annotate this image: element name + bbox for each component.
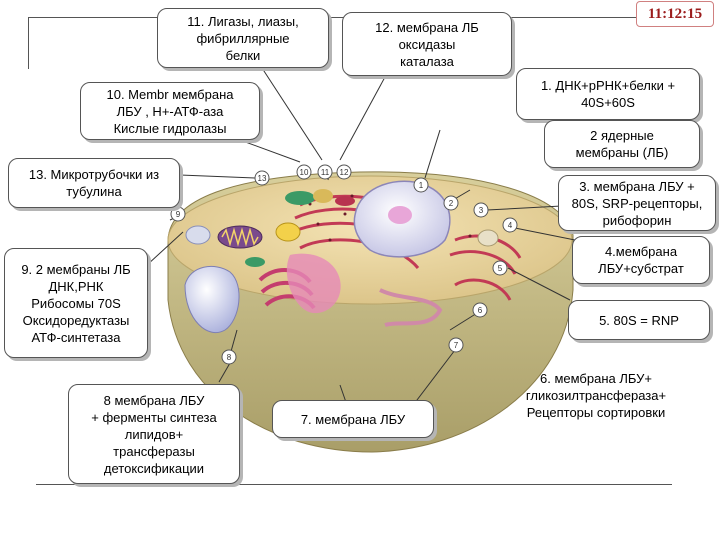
mitochondrion bbox=[217, 225, 263, 249]
marker-1 bbox=[413, 177, 429, 193]
marker-5 bbox=[492, 260, 508, 276]
marker-num-9: 9 bbox=[176, 210, 181, 219]
callout-13: 13. Микротрубочки из тубулина bbox=[8, 158, 180, 208]
er-right bbox=[454, 278, 512, 301]
callout-9: 9. 2 мембраны ЛБ ДНК,РНК Рибосомы 70S Ок… bbox=[4, 248, 148, 358]
marker-num-10: 10 bbox=[300, 168, 309, 177]
marker-num-8: 8 bbox=[227, 353, 232, 362]
mitochondrion-2 bbox=[275, 222, 301, 242]
callout-7: 7. мембрана ЛБУ bbox=[272, 400, 434, 438]
lysosome-large bbox=[184, 265, 240, 334]
marker-2 bbox=[443, 195, 459, 211]
marker-num-11: 11 bbox=[321, 168, 330, 177]
callout-4: 4.мембрана ЛБУ+субстрат bbox=[572, 236, 710, 284]
marker-num-4: 4 bbox=[508, 221, 513, 230]
marker-7 bbox=[448, 337, 464, 353]
marker-num-12: 12 bbox=[340, 168, 349, 177]
vacuole bbox=[286, 253, 341, 314]
callout-2: 2 ядерные мембраны (ЛБ) bbox=[544, 120, 700, 168]
callout-1: 1. ДНК+рРНК+белки + 40S+60S bbox=[516, 68, 700, 120]
callout-12: 12. мембрана ЛБ оксидазы каталаза bbox=[342, 12, 512, 76]
marker-9 bbox=[170, 206, 186, 222]
red-vesicle bbox=[335, 196, 355, 206]
marker-num-7: 7 bbox=[454, 341, 459, 350]
green-blob bbox=[245, 257, 265, 267]
marker-6 bbox=[472, 302, 488, 318]
callout-3: 3. мембрана ЛБУ + 80S, SRP-рецепторы, ри… bbox=[558, 175, 716, 231]
marker-11 bbox=[317, 164, 333, 180]
callout-5: 5. 80S = RNP bbox=[568, 300, 710, 340]
callout-11: 11. Лигазы, лиазы, фибриллярные белки bbox=[157, 8, 329, 68]
marker-12 bbox=[336, 164, 352, 180]
green-vesicle bbox=[285, 191, 315, 205]
nucleus bbox=[353, 180, 451, 258]
timer-display: 11:12:15 bbox=[636, 1, 714, 27]
marker-num-3: 3 bbox=[479, 206, 484, 215]
callout-8: 8 мембрана ЛБУ + ферменты синтеза липидо… bbox=[68, 384, 240, 484]
label-6: 6. мембрана ЛБУ+ гликозилтрансфераза+ Ре… bbox=[525, 371, 667, 420]
smooth-er bbox=[379, 288, 443, 327]
marker-13 bbox=[254, 170, 270, 186]
marker-circles bbox=[170, 164, 518, 365]
marker-10 bbox=[296, 164, 312, 180]
marker-3 bbox=[473, 202, 489, 218]
marker-num-1: 1 bbox=[419, 181, 424, 190]
marker-num-2: 2 bbox=[449, 199, 454, 208]
callout-10: 10. Membr мембрана ЛБУ , Н+-АТФ-аза Кисл… bbox=[80, 82, 260, 140]
marker-8 bbox=[221, 349, 237, 365]
frame-bottom-line bbox=[36, 484, 672, 485]
small-vesicle bbox=[185, 225, 211, 245]
frame-top-line bbox=[28, 17, 640, 18]
marker-num-13: 13 bbox=[258, 174, 267, 183]
yellow-vesicle bbox=[313, 189, 333, 203]
vesicle-right-1 bbox=[477, 229, 499, 247]
marker-num-6: 6 bbox=[478, 306, 483, 315]
marker-numbers: 10 11 12 13 1 2 3 4 5 6 7 8 9 bbox=[176, 168, 513, 362]
frame-left-line bbox=[28, 17, 29, 69]
marker-4 bbox=[502, 217, 518, 233]
marker-num-5: 5 bbox=[498, 264, 503, 273]
